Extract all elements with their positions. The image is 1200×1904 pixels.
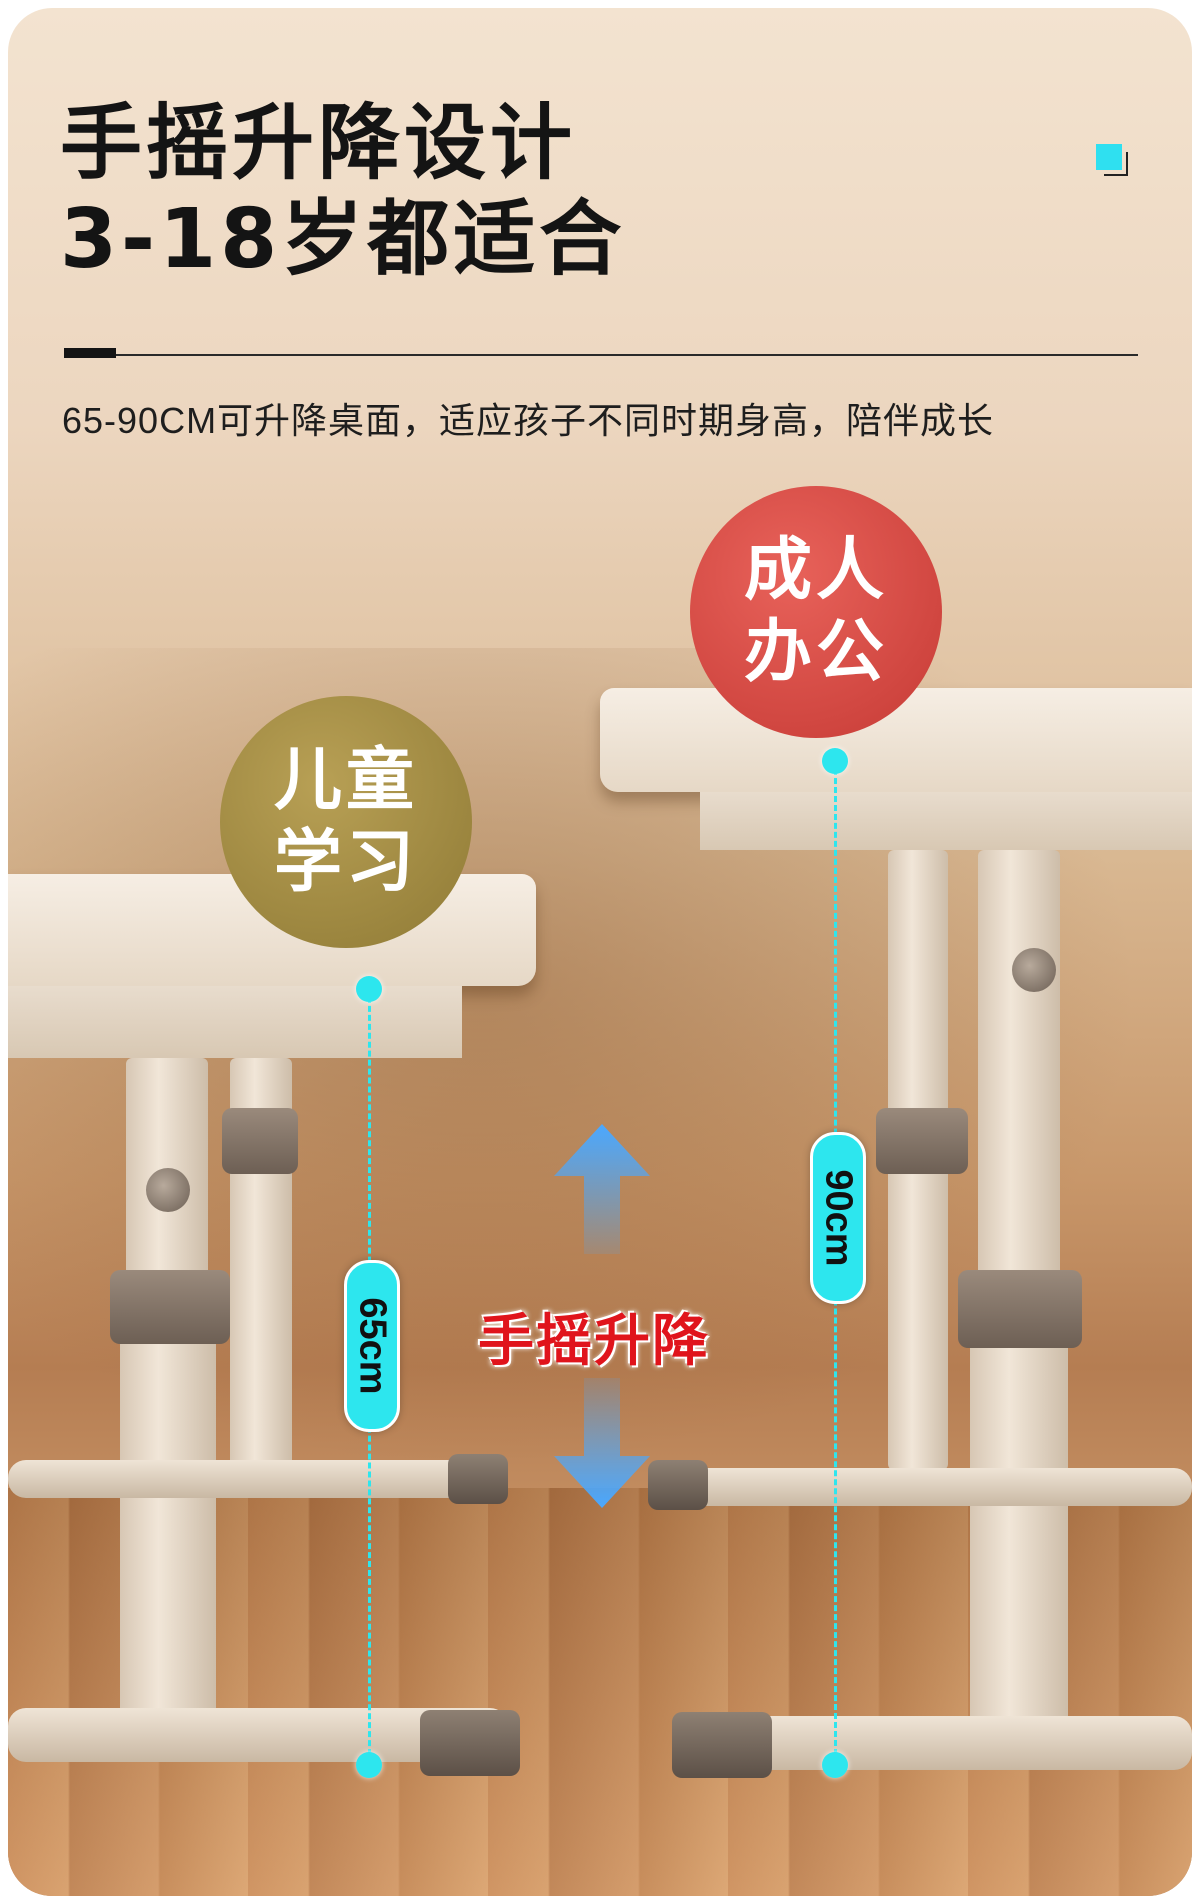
child-desk-apron	[8, 986, 462, 1058]
page-title: 手摇升降设计 3-18岁都适合	[60, 96, 625, 288]
child-height-badge: 65cm	[344, 1260, 400, 1432]
adult-height-top-dot	[822, 748, 848, 774]
child-desk-clamp-back	[222, 1108, 298, 1174]
adult-desk-clamp-back	[876, 1108, 968, 1174]
divider-line	[64, 354, 1138, 356]
child-desk-crank-knob	[146, 1168, 190, 1212]
product-card: 手摇升降设计 3-18岁都适合 65-90CM可升降桌面，适应孩子不同时期身高，…	[8, 8, 1192, 1896]
child-desk-foot-cap-back	[448, 1454, 508, 1504]
adult-desk-leg-front-lower	[970, 1290, 1068, 1748]
child-height-bottom-dot	[356, 1752, 382, 1778]
child-desk-foot-rail-back	[8, 1460, 508, 1498]
adult-office-badge: 成人办公	[690, 486, 942, 738]
title-line-1: 手摇升降设计	[60, 96, 577, 191]
adult-desk-clamp-front	[958, 1270, 1082, 1348]
arrow-down-icon	[554, 1378, 650, 1508]
adult-height-bottom-dot	[822, 1752, 848, 1778]
child-desk-leg-front-lower	[120, 1298, 216, 1748]
adult-desk-crank-knob	[1012, 948, 1056, 992]
child-desk-foot-cap-front	[420, 1710, 520, 1776]
adult-desk-foot-rail-front	[688, 1716, 1192, 1770]
child-study-badge-label: 儿童学习	[273, 741, 418, 902]
adult-desk-foot-cap-front	[672, 1712, 772, 1778]
adult-office-badge-label: 成人办公	[743, 531, 888, 692]
child-desk-clamp-front	[110, 1270, 230, 1344]
adult-desk-foot-cap-back	[648, 1460, 708, 1510]
adult-height-badge: 90cm	[810, 1132, 866, 1304]
adult-desk-foot-rail-back	[658, 1468, 1192, 1506]
child-study-badge: 儿童学习	[220, 696, 472, 948]
hand-crank-label: 手摇升降	[478, 1309, 710, 1374]
arrow-up-icon	[554, 1124, 650, 1254]
title-line-2: 3-18岁都适合	[60, 192, 626, 287]
adult-height-label: 90cm	[817, 1169, 860, 1267]
child-height-label: 65cm	[351, 1297, 394, 1395]
adult-desk-leg-front-upper	[978, 850, 1060, 1290]
adult-desk-apron	[700, 792, 1192, 850]
divider-accent	[64, 348, 116, 358]
subtitle: 65-90CM可升降桌面，适应孩子不同时期身高，陪伴成长	[62, 400, 995, 441]
child-height-top-dot	[356, 976, 382, 1002]
corner-square-icon	[1096, 144, 1128, 176]
